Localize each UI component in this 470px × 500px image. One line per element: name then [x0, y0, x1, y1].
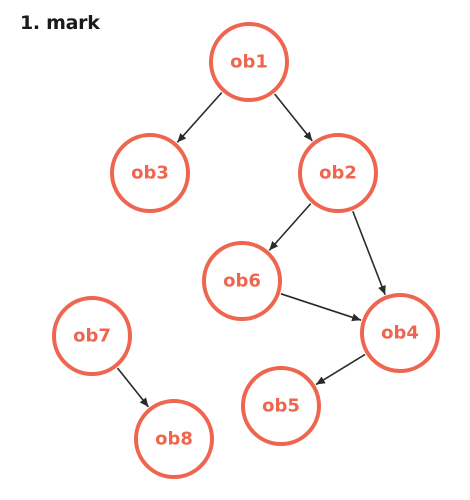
- node-circle: [360, 293, 440, 373]
- node-label: ob6: [223, 271, 261, 292]
- node-label: ob7: [73, 326, 111, 347]
- edge-ob2-to-ob4: [352, 210, 386, 296]
- node-label: ob3: [131, 163, 169, 184]
- node-ob1[interactable]: ob1: [209, 22, 289, 102]
- node-circle: [209, 22, 289, 102]
- node-ob3[interactable]: ob3: [110, 133, 190, 213]
- node-ob6[interactable]: ob6: [202, 241, 282, 321]
- edge-ob7-to-ob8: [116, 367, 150, 408]
- edge-ob4-to-ob5: [315, 353, 366, 386]
- node-label: ob4: [381, 323, 419, 344]
- edge-ob2-to-ob6: [268, 203, 312, 251]
- node-label: ob8: [155, 429, 193, 450]
- edge-ob1-to-ob2: [274, 93, 313, 142]
- edges-layer: [116, 92, 386, 408]
- nodes-layer: ob1 ob2 ob3 ob4 ob5 ob6 ob7 ob8: [52, 22, 440, 479]
- node-ob2[interactable]: ob2: [298, 133, 378, 213]
- node-circle: [110, 133, 190, 213]
- node-ob8[interactable]: ob8: [134, 399, 214, 479]
- node-ob4[interactable]: ob4: [360, 293, 440, 373]
- node-label: ob2: [319, 163, 357, 184]
- edge-ob1-to-ob3: [176, 92, 223, 143]
- node-circle: [134, 399, 214, 479]
- node-circle: [241, 366, 321, 446]
- page-title: 1. mark: [20, 12, 100, 34]
- node-ob7[interactable]: ob7: [52, 296, 132, 376]
- node-ob5[interactable]: ob5: [241, 366, 321, 446]
- node-circle: [52, 296, 132, 376]
- node-circle: [298, 133, 378, 213]
- node-circle: [202, 241, 282, 321]
- edge-ob6-to-ob4: [280, 293, 362, 322]
- node-label: ob1: [230, 52, 268, 73]
- node-label: ob5: [262, 396, 300, 417]
